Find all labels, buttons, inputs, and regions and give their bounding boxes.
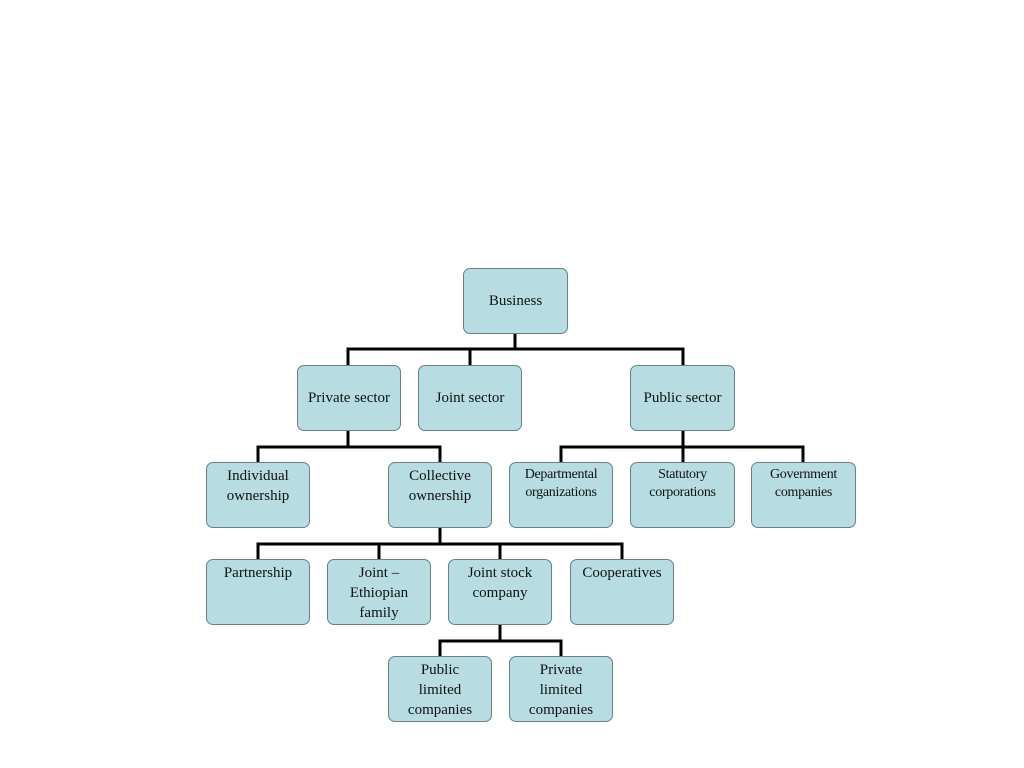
node-partnership-label: Partnership [223,565,293,581]
node-joint-stock-company-label: Joint stock company [467,565,533,601]
node-individual-ownership: Individual ownership [206,462,310,528]
node-private-limited-companies: Private limited companies [509,656,613,722]
node-government-companies: Government companies [751,462,856,528]
node-private-sector-label: Private sector [307,390,391,406]
node-collective-ownership: Collective ownership [388,462,492,528]
connector-public-sector-children [559,429,805,465]
node-private-limited-companies-label: Private limited companies [528,662,594,718]
node-departmental-organizations-label: Departmental organizations [524,467,598,500]
node-public-sector: Public sector [630,365,735,431]
node-joint-sector: Joint sector [418,365,522,431]
node-private-sector: Private sector [297,365,401,431]
node-individual-ownership-label: Individual ownership [226,468,290,504]
node-departmental-organizations: Departmental organizations [509,462,613,528]
connector-private-sector-children [256,429,442,465]
node-cooperatives: Cooperatives [570,559,674,625]
node-business-label: Business [488,293,543,309]
connector-business-children [346,331,685,368]
node-joint-ethiopian-family-label: Joint – Ethiopian family [349,565,409,621]
node-government-companies-label: Government companies [770,467,837,500]
node-public-limited-companies: Public limited companies [388,656,492,722]
node-collective-ownership-label: Collective ownership [408,468,472,504]
node-partnership: Partnership [206,559,310,625]
connector-joint-stock-children [438,623,563,659]
node-joint-ethiopian-family: Joint – Ethiopian family [327,559,431,625]
connector-collective-ownership-children [256,526,624,562]
node-statutory-corporations-label: Statutory corporations [649,467,716,500]
node-business: Business [463,268,568,334]
node-statutory-corporations: Statutory corporations [630,462,735,528]
node-public-sector-label: Public sector [643,390,722,406]
node-joint-sector-label: Joint sector [435,390,505,406]
node-public-limited-companies-label: Public limited companies [407,662,473,718]
node-joint-stock-company: Joint stock company [448,559,552,625]
node-cooperatives-label: Cooperatives [582,565,662,581]
